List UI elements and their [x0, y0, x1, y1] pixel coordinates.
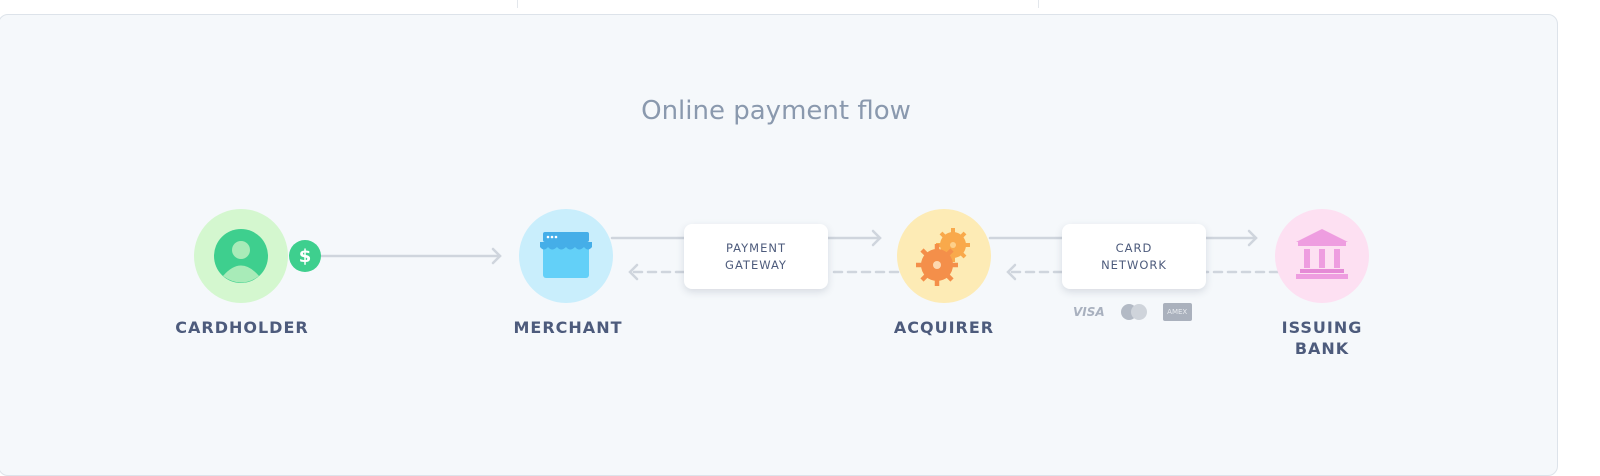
payment-gateway-box: PAYMENT GATEWAY	[684, 224, 828, 289]
card-network-box: CARD NETWORK	[1062, 224, 1206, 289]
card-logos: VISA AMEX	[1073, 303, 1192, 321]
payment-gateway-line1: PAYMENT	[725, 240, 786, 255]
card-network-line1: CARD	[1115, 240, 1153, 255]
storefront-icon	[540, 232, 592, 278]
issuing-bank-label: ISSUING BANK	[1222, 317, 1422, 359]
gears-icon	[916, 228, 970, 286]
dollar-icon: $	[289, 240, 321, 272]
issuing-bank-node	[1275, 209, 1369, 303]
visa-logo: VISA	[1073, 305, 1105, 319]
amex-logo: AMEX	[1162, 303, 1192, 321]
cardholder-node	[194, 209, 288, 303]
payment-gateway-line2: GATEWAY	[725, 257, 787, 272]
issuing-bank-line2: BANK	[1294, 339, 1350, 358]
acquirer-label: ACQUIRER	[893, 318, 995, 337]
card-network-line2: NETWORK	[1101, 257, 1167, 272]
cardholder-label: CARDHOLDER	[175, 318, 309, 337]
bank-icon	[1296, 229, 1348, 279]
divider	[1038, 0, 1039, 8]
merchant-label: MERCHANT	[513, 318, 623, 337]
diagram-title: Online payment flow	[641, 96, 911, 126]
merchant-node	[519, 209, 613, 303]
issuing-bank-line1: ISSUING	[1281, 318, 1363, 337]
acquirer-node	[897, 209, 991, 303]
user-icon	[214, 229, 268, 283]
divider	[517, 0, 518, 8]
flow-arrows	[318, 229, 1280, 281]
mastercard-logo	[1120, 304, 1147, 320]
